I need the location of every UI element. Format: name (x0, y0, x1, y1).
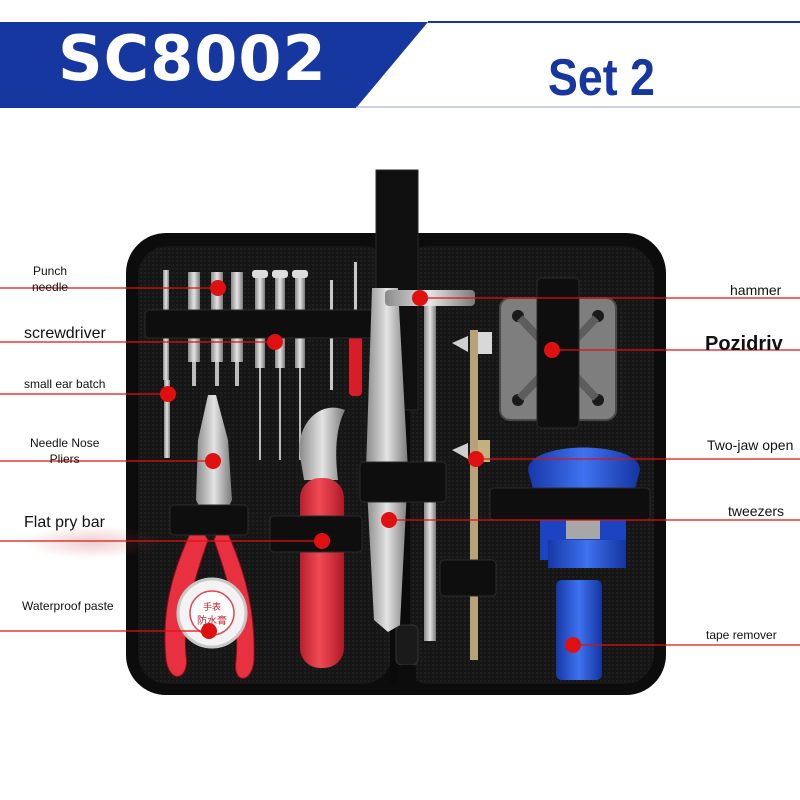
label-waterproof-paste: Waterproof paste (22, 599, 114, 613)
label-needle-nose-pliers-line-2: Pliers (49, 451, 80, 466)
label-screwdriver: screwdriver (24, 325, 106, 342)
header-banner (0, 21, 800, 108)
elastic-band-blue-tool (489, 487, 651, 521)
label-needle-nose-pliers-line-1: Needle Nose (30, 436, 100, 450)
label-punch-needle: Punch needle (32, 264, 68, 295)
callout-dots (160, 280, 581, 653)
label-two-jaw-open: Two-jaw open (707, 437, 794, 453)
label-tape-remover: tape remover (706, 628, 777, 642)
label-pozidriv: Pozidriv (705, 333, 783, 355)
elastic-band-pry-bar (269, 515, 363, 553)
label-small-ear-batch: small ear batch (24, 377, 106, 391)
label-needle-nose-pliers: Needle Nose Pliers (30, 436, 99, 467)
label-blur-mark (22, 525, 162, 559)
model-title: SC8002 (58, 22, 327, 95)
model-banner-shape (0, 22, 428, 108)
small-screwdrivers (252, 270, 308, 460)
set-title: Set 2 (548, 49, 655, 107)
jar-text-line-2: 防水膏 (197, 614, 227, 627)
label-tweezers: tweezers (728, 503, 785, 519)
waterproof-paste-jar: 手表 防水膏 (176, 577, 248, 649)
elastic-band-pliers (169, 504, 249, 536)
label-punch-needle-line-1: Punch (33, 264, 68, 278)
zipper-pull (395, 624, 419, 695)
label-punch-needle-line-2: needle (32, 279, 69, 294)
label-hammer: hammer (730, 282, 782, 298)
jar-text-line-1: 手表 (203, 601, 221, 613)
tweezers-tool (366, 288, 408, 632)
label-flat-pry-bar: Flat pry bar (24, 514, 105, 531)
elastic-band-tweezers (359, 461, 447, 503)
callout-lines (0, 287, 800, 646)
elastic-band-opener (439, 559, 497, 597)
elastic-band-top-left (144, 309, 376, 339)
spring-bar-tool (164, 380, 170, 458)
